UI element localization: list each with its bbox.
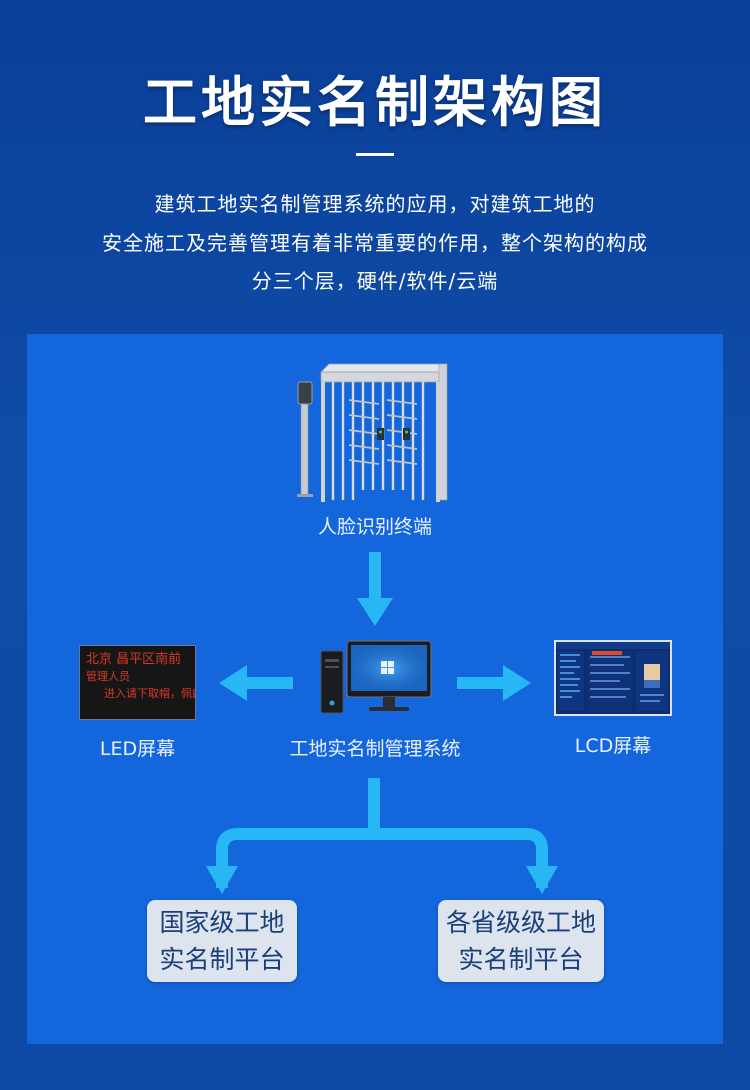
arrow-down-icon (357, 552, 393, 626)
provincial-platform-line2: 实名制平台 (458, 945, 584, 974)
intro-line-2: 安全施工及完善管理有着非常重要的作用，整个架构的构成 (102, 231, 648, 255)
led-text-line: 北京 昌平区南前 (86, 652, 182, 667)
arrow-right-icon (457, 665, 531, 701)
led-text-line: 进入请下取帽，佩戴 (104, 687, 196, 700)
arrow-left-icon (219, 665, 293, 701)
card-reader (377, 428, 384, 440)
face-terminal-label: 人脸识别终端 (317, 516, 432, 538)
lcd-screen-image (554, 640, 672, 716)
lcd-screen-label: LCD屏幕 (574, 735, 652, 757)
national-platform-box: 国家级工地 实名制平台 (147, 900, 297, 982)
led-screen-image: 北京 昌平区南前 管理人员 进入请下取帽，佩戴 (79, 645, 196, 720)
title-underline (356, 153, 394, 156)
national-platform-line2: 实名制平台 (159, 945, 285, 974)
page-title: 工地实名制架构图 (143, 71, 607, 134)
branch-connector (206, 778, 558, 894)
face-kiosk-screen (297, 381, 313, 405)
management-system-label: 工地实名制管理系统 (289, 738, 461, 760)
led-screen-label: LED屏幕 (99, 738, 176, 760)
turnstile-illustration (297, 363, 448, 502)
diagram-panel: 人脸识别终端 北京 昌平区南前 管理人员 进入请下取帽，佩戴 LED屏幕 (27, 334, 723, 1044)
provincial-platform-box: 各省级级工地 实名制平台 (438, 900, 604, 982)
card-reader (403, 428, 410, 440)
provincial-platform-line1: 各省级级工地 (445, 908, 596, 937)
computer-icon (320, 640, 432, 714)
national-platform-line1: 国家级工地 (159, 908, 285, 937)
led-text-line: 管理人员 (86, 670, 130, 683)
intro-line-1: 建筑工地实名制管理系统的应用，对建筑工地的 (154, 192, 596, 216)
face-kiosk-pole (300, 399, 309, 496)
intro-line-3: 分三个层，硬件/软件/云端 (251, 269, 499, 293)
